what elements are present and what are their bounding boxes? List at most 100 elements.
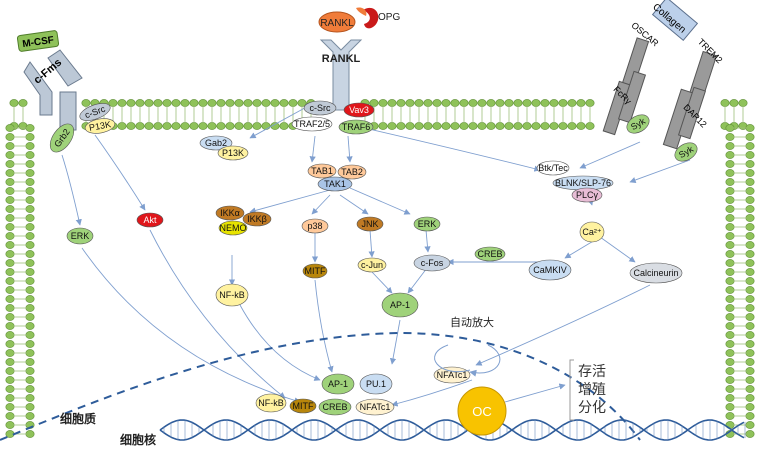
creb-top-node-label: CREB (477, 249, 502, 259)
cfos-node: c-Fos (413, 254, 451, 272)
vav3-node-label: Vav3 (349, 105, 369, 115)
traf6-node-label: TRAF6 (342, 122, 371, 132)
signal-arrow (309, 135, 316, 163)
erk-left-node-label: ERK (71, 231, 90, 241)
pi3k-gab-node: P13K (217, 145, 249, 161)
gab2-node: Gab2 (199, 135, 233, 151)
jnk-node-label: JNK (361, 219, 378, 229)
nuclear-membrane (0, 331, 641, 441)
camkiv-node-label: CaMKIV (533, 265, 567, 275)
signal-arrow (504, 383, 566, 403)
pi3k-left-node-label: P13K (88, 119, 111, 133)
nfkb-top-node-label: NF-kB (219, 290, 245, 300)
calcineurin-node-label: Calcineurin (633, 268, 678, 278)
cell-membrane (5, 99, 755, 438)
signal-arrow (339, 194, 369, 215)
mitf-nucleus-node-label: MITF (293, 401, 314, 411)
btktec-node: Btk/Tec (536, 160, 570, 176)
opg-label: OPG (378, 12, 400, 23)
creb-nucleus-node: CREB (318, 398, 352, 416)
signal-arrow (407, 267, 428, 294)
signal-arrow (599, 236, 636, 263)
rankl-receptor: RANKL (319, 39, 363, 111)
cjun-node-label: c-Jun (361, 260, 383, 270)
syk1-node: Syk (626, 114, 650, 134)
signal-arrow (346, 135, 353, 163)
tak1-node-label: TAK1 (324, 179, 346, 189)
pi3k-gab-node-label: P13K (222, 148, 244, 158)
calcium-node-label: Ca²⁺ (582, 227, 602, 237)
erk-left-node: ERK (66, 227, 94, 245)
dna-helix (159, 419, 746, 441)
jnk-node: JNK (356, 216, 384, 232)
tab1-node-label: TAB1 (311, 166, 333, 176)
ap1-nucleus-node: AP-1 (321, 373, 355, 395)
pu1-nucleus-node-label: PU.1 (366, 379, 386, 389)
signal-arrow (355, 125, 541, 172)
cfos-node-label: c-Fos (421, 258, 444, 268)
tab1-node: TAB1 (307, 163, 337, 179)
nfkb-nucleus-node: NF-kB (255, 393, 287, 413)
nucleus-label: 细胞核 (120, 432, 156, 447)
mcsf-receptor-complex: M-CSF c-Fms (16, 30, 83, 131)
mcsf-label: M-CSF (22, 35, 55, 50)
signal-arrow (475, 284, 651, 366)
ikkb-node: IKKβ (242, 211, 272, 227)
nfkb-top-node: NF-kB (215, 283, 249, 307)
pi3k-left-node: P13K (84, 118, 116, 134)
gab2-node-label: Gab2 (205, 138, 227, 148)
rankl-receptor-label: RANKL (322, 53, 361, 65)
osteoclast-label: OC (472, 404, 492, 419)
traf25-node-label: TRAF2/5 (294, 119, 330, 129)
outcome-survival: 存活 (578, 363, 606, 379)
nemo-node: NEMO (218, 220, 248, 236)
amplification-loop: 自动放大 (434, 315, 501, 373)
ap1-nucleus-node-label: AP-1 (328, 379, 348, 389)
signal-arrow (249, 103, 313, 139)
mitf-top-node-label: MITF (305, 266, 326, 276)
camkiv-node: CaMKIV (528, 259, 572, 281)
mitf-nucleus-node: MITF (289, 398, 317, 414)
akt-node-label: Akt (143, 215, 157, 225)
tab2-node: TAB2 (337, 164, 367, 180)
btktec-node-label: Btk/Tec (538, 163, 568, 173)
nfatc1-nucleus-node: NFATc1 (355, 398, 395, 416)
rankl-ligand-label: RANKL (320, 18, 354, 29)
signal-arrow (239, 304, 321, 381)
signal-arrow (81, 247, 301, 404)
signal-arrow (371, 271, 393, 294)
erk-mid-node: ERK (413, 216, 441, 232)
amplification-label: 自动放大 (450, 315, 494, 329)
nfatc1-nucleus-node-label: NFATc1 (360, 402, 391, 412)
ap1-top-node: AP-1 (381, 292, 419, 318)
signal-arrow (94, 134, 146, 211)
calcium-node: Ca²⁺ (579, 221, 605, 243)
osteoclast-node: OC (457, 386, 507, 436)
cytoplasm-label: 细胞质 (60, 411, 96, 426)
creb-top-node: CREB (474, 246, 506, 262)
csrc-mid-node-label: c-Src (310, 103, 331, 113)
tak1-node: TAK1 (317, 176, 353, 192)
signal-arrow (629, 159, 691, 184)
signal-arrow (391, 379, 473, 407)
nemo-node-label: NEMO (220, 223, 247, 233)
rankl-opg-ligand: RANKL OPG (318, 7, 400, 33)
signal-arrow (61, 154, 82, 226)
ap1-top-node-label: AP-1 (390, 300, 410, 310)
csrc-mid-node: c-Src (303, 100, 337, 116)
cjun-node: c-Jun (357, 257, 387, 273)
signaling-arrows (61, 103, 691, 407)
akt-node: Akt (136, 212, 164, 228)
traf6-node: TRAF6 (338, 119, 374, 135)
syk2-node: Syk (674, 142, 698, 162)
signal-arrow (349, 187, 411, 215)
plcy-node: PLCγ (571, 187, 603, 203)
blnk-node: BLNK/SLP-76 (552, 175, 614, 191)
csrc-left-node: c-Src (79, 103, 111, 121)
p38-node-label: p38 (307, 221, 322, 231)
vav3-node: Vav3 (343, 102, 375, 118)
signal-arrow (424, 229, 431, 253)
